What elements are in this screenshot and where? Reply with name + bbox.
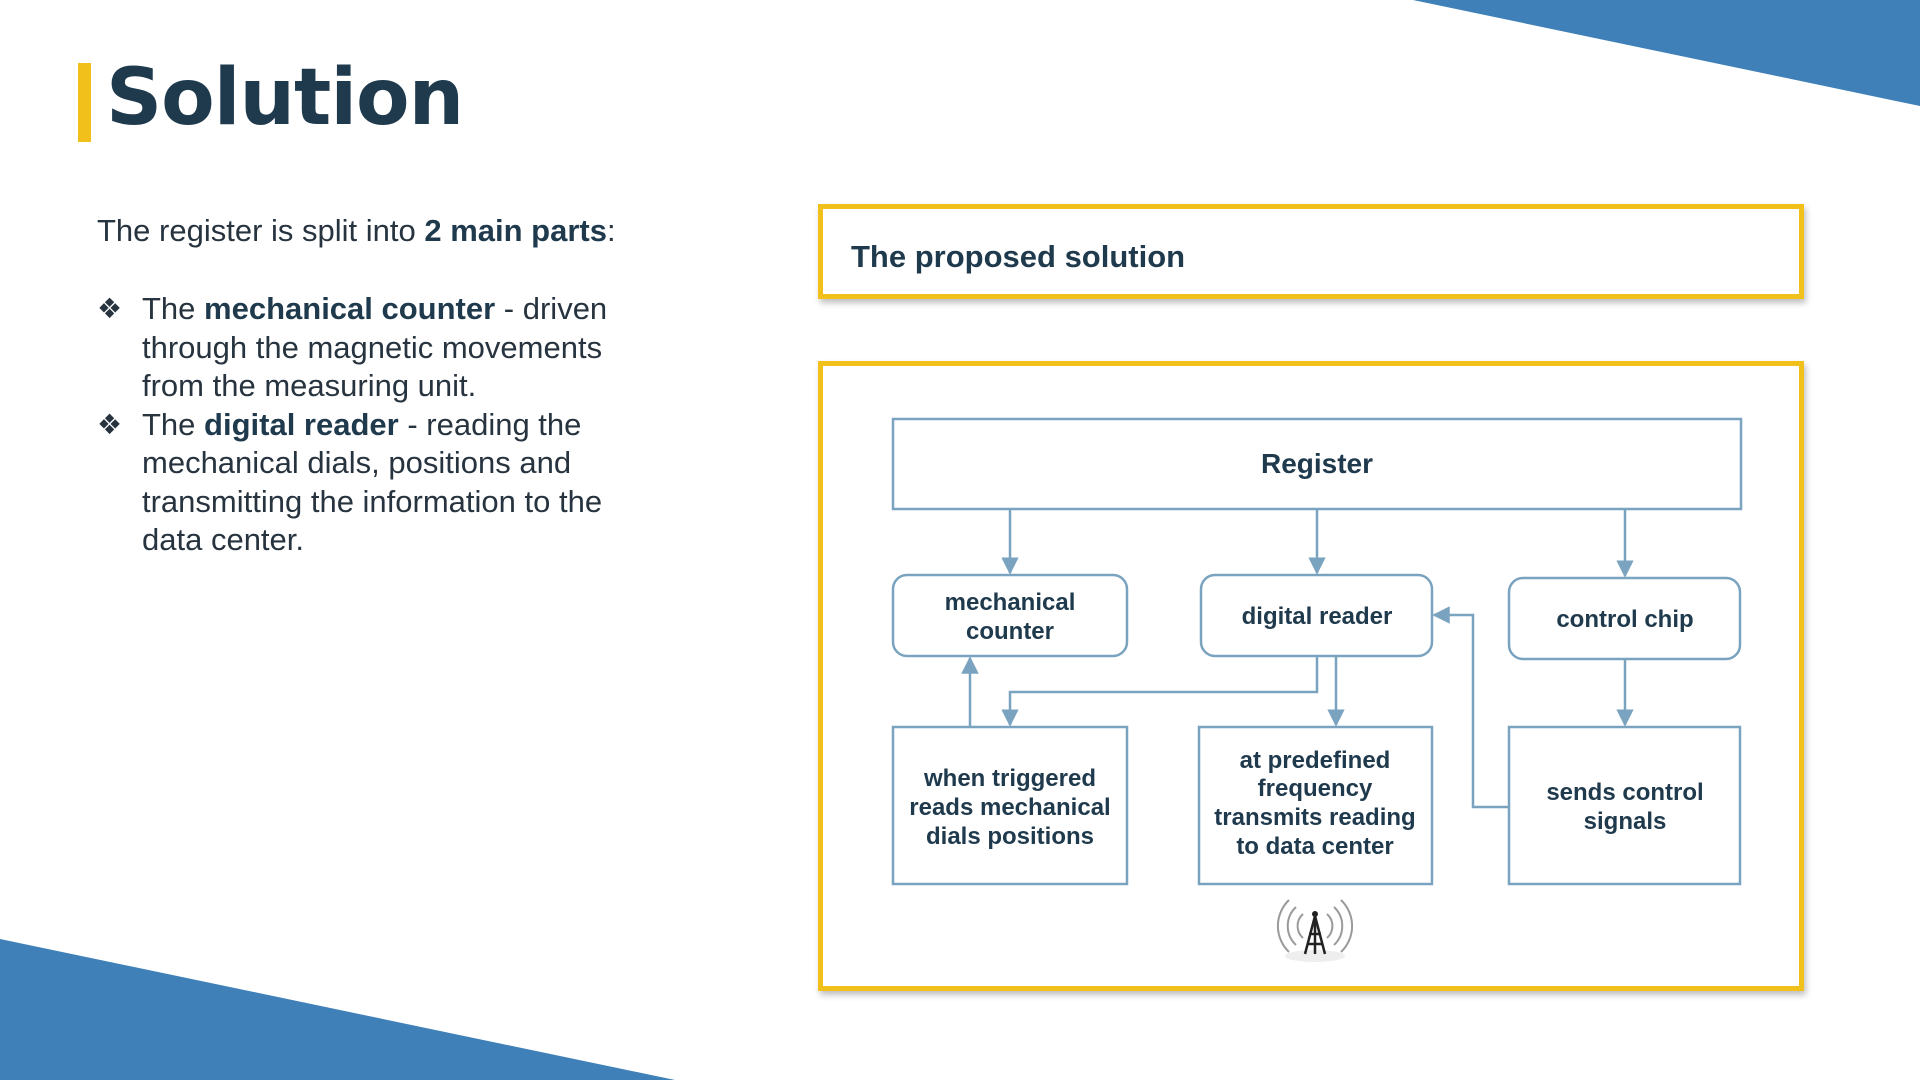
bullet-item: ❖ The digital reader - reading the mecha… [97, 406, 657, 560]
page-title: Solution [106, 53, 464, 143]
diagram-frame: Register mechanical counter digital read… [818, 361, 1804, 991]
proposed-solution-label: The proposed solution [851, 239, 1186, 274]
sends-control-label: signals [1584, 808, 1667, 835]
sends-control-box [1507, 725, 1742, 886]
sends-control-label: sends control [1546, 779, 1703, 806]
intro-text-after: : [606, 213, 616, 248]
proposed-solution-box: The proposed solution [818, 204, 1804, 299]
title-accent-bar [78, 63, 91, 142]
predefined-frequency-label: frequency [1258, 775, 1373, 802]
intro-text: The register is split into 2 main parts: [97, 213, 616, 249]
bullet-list: ❖ The mechanical counter - driven throug… [97, 290, 657, 560]
intro-text-before: The register is split into [97, 213, 425, 248]
bullet-text-before: The [142, 291, 205, 326]
bullet-text-after: - reading the mechanical dials, position… [142, 406, 603, 558]
bullet-emphasis: mechanical counter [204, 291, 496, 326]
diamond-bullet-icon: ❖ [97, 408, 123, 440]
control-chip-label: control chip [1556, 606, 1693, 633]
top-right-triangle [1413, 0, 1920, 106]
bullet-item: ❖ The mechanical counter - driven throug… [97, 290, 657, 406]
bullet-text-before: The [142, 406, 205, 442]
intro-emphasis: 2 main parts [424, 213, 607, 248]
bullet-text-after: - driven through the magnetic movements … [142, 291, 608, 403]
bottom-left-triangle [0, 939, 675, 1080]
register-diagram: Register mechanical counter digital read… [891, 417, 1743, 962]
bullet-emphasis: digital reader [204, 406, 399, 442]
mechanical-counter-box [891, 573, 1129, 658]
radio-tower-icon [1276, 899, 1354, 962]
register-label: Register [1261, 448, 1373, 479]
mechanical-counter-label: counter [966, 618, 1054, 645]
when-triggered-label: when triggered [923, 765, 1096, 792]
predefined-frequency-box [1197, 725, 1434, 886]
when-triggered-label: reads mechanical [909, 794, 1110, 821]
predefined-frequency-label: to data center [1236, 833, 1393, 860]
diamond-bullet-icon: ❖ [97, 293, 123, 324]
arrow-digital-to-triggered [1001, 656, 1319, 727]
mechanical-counter-label: mechanical [945, 589, 1076, 616]
predefined-frequency-label: at predefined [1240, 747, 1391, 774]
arrow-sends-to-digital [1432, 606, 1509, 809]
when-triggered-label: dials positions [926, 823, 1094, 850]
when-triggered-box [891, 725, 1129, 886]
predefined-frequency-label: transmits reading [1214, 804, 1415, 831]
digital-reader-label: digital reader [1242, 603, 1393, 630]
